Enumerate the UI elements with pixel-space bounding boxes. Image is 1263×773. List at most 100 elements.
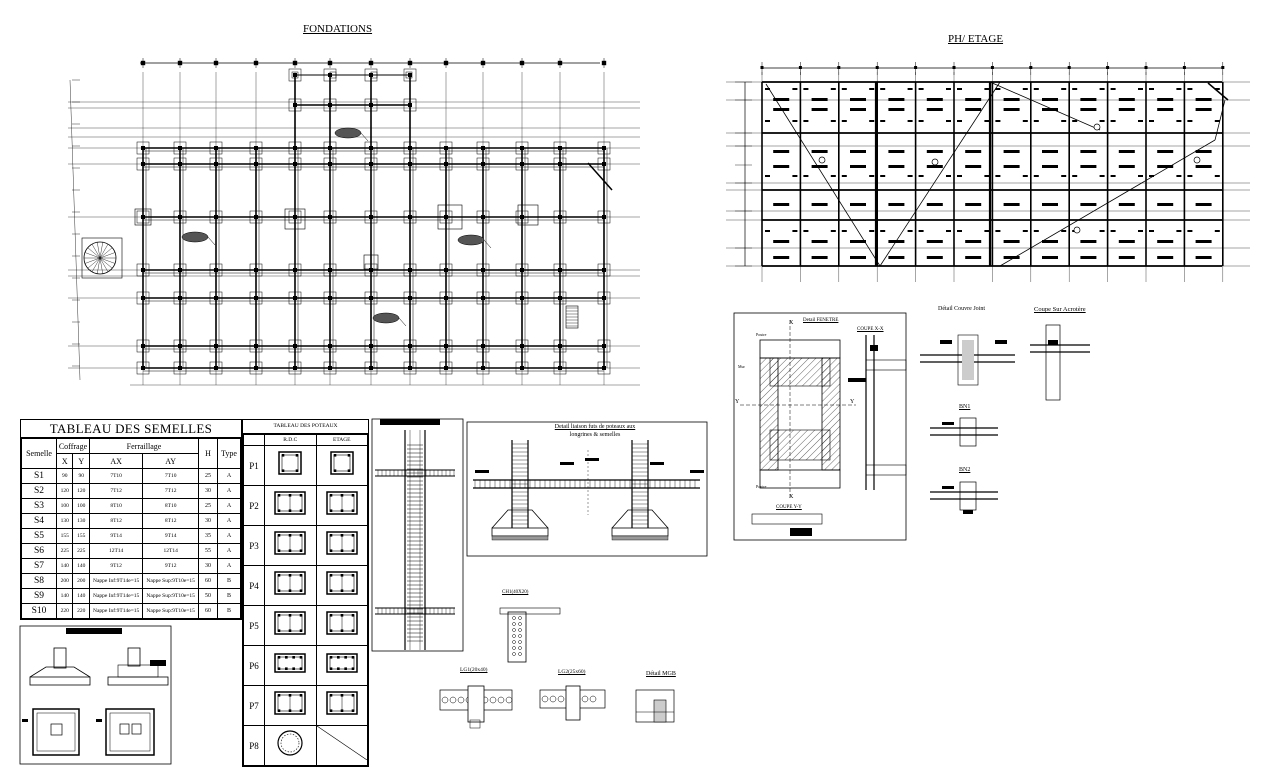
title-ph-etage: PH/ ETAGE xyxy=(948,33,1004,45)
footing-cell-s: S3 xyxy=(21,498,57,514)
footing-cell-t: B xyxy=(217,588,241,604)
footing-cell-x: 100 xyxy=(55,498,74,514)
column-etage-section xyxy=(315,525,368,566)
column-rdc-section xyxy=(264,445,317,486)
column-label: P1 xyxy=(243,445,265,486)
footing-cell-ax: 9T14 xyxy=(88,528,144,544)
footing-cell-y: 140 xyxy=(72,588,90,604)
liaison-caption-line1: Detail liaison futs de poteaux aux xyxy=(554,424,636,430)
footing-cell-y: 120 xyxy=(72,483,90,499)
footing-cell-y: 100 xyxy=(72,498,90,514)
col-coffrage: Coffrage xyxy=(56,438,90,454)
footing-cell-y: 130 xyxy=(72,513,90,529)
footing-cell-ax: 7T12 xyxy=(88,483,144,499)
footing-cell-ay: 9T14 xyxy=(142,528,199,544)
col-y: Y xyxy=(72,453,90,469)
footing-cell-s: S4 xyxy=(21,513,57,529)
footing-cell-ay: 7T10 xyxy=(142,468,199,484)
window-detail xyxy=(733,312,907,541)
footing-cell-ax: 9T12 xyxy=(88,558,144,574)
column-rdc-section xyxy=(264,605,317,646)
column-label: P7 xyxy=(243,685,265,726)
footing-cell-x: 200 xyxy=(55,573,74,589)
column-label: P5 xyxy=(243,605,265,646)
col-ax: AX xyxy=(88,453,144,469)
col-rdc: R.D.C xyxy=(264,434,317,446)
footing-cell-h: 25 xyxy=(198,468,218,484)
footing-cell-t: B xyxy=(217,573,241,589)
column-rdc-section xyxy=(264,725,317,766)
footing-cell-y: 140 xyxy=(72,558,90,574)
column-label: P8 xyxy=(243,725,265,766)
footing-cell-t: A xyxy=(217,468,241,484)
poutre-label-bottom: Poutre xyxy=(756,484,767,489)
foundation-plan xyxy=(68,58,640,386)
footing-cell-h: 60 xyxy=(198,603,218,619)
col-ay: AY xyxy=(142,453,199,469)
footing-cell-x: 155 xyxy=(55,528,74,544)
column-row: P3 xyxy=(243,525,368,566)
column-etage-section xyxy=(315,485,368,526)
footing-cell-y: 90 xyxy=(72,468,90,484)
footing-cell-ax: Nappe Inf:9T14e=15 xyxy=(88,573,144,589)
axis-x-bottom: X xyxy=(789,494,794,500)
footing-cell-h: 50 xyxy=(198,588,218,604)
footing-cell-x: 90 xyxy=(55,468,74,484)
poutre-label-top: Poutre xyxy=(756,332,767,337)
footing-cell-s: S7 xyxy=(21,558,57,574)
axis-y-right: Y xyxy=(850,399,855,405)
col-etage: ETAGE xyxy=(315,434,368,446)
couvre-joint-caption: Détail Couvre Joint xyxy=(938,306,985,312)
fenetre-caption: Detail FENETRE xyxy=(803,318,839,323)
liaison-caption-line2: longrines & semelles xyxy=(569,432,621,438)
footing-cell-h: 60 xyxy=(198,573,218,589)
ch-caption: CH1(40X20) xyxy=(502,590,529,595)
col-ferraillage: Ferraillage xyxy=(88,438,200,454)
footing-cell-ax: 7T10 xyxy=(88,468,144,484)
column-etage-section xyxy=(315,725,368,766)
column-row: P6 xyxy=(243,645,368,686)
footing-cell-ay: 7T12 xyxy=(142,483,199,499)
axis-y-left: Y xyxy=(735,399,740,405)
footing-cell-s: S9 xyxy=(21,588,57,604)
footing-cell-t: B xyxy=(217,603,241,619)
coupe-yy-caption: COUPE Y-Y xyxy=(776,505,802,510)
footing-cell-y: 220 xyxy=(72,603,90,619)
footing-cell-t: A xyxy=(217,543,241,559)
footing-table-grid: Semelle Coffrage Ferraillage H Type X Y … xyxy=(21,438,241,619)
floor-plan xyxy=(726,62,1250,282)
footing-cell-s: S5 xyxy=(21,528,57,544)
footing-cell-h: 30 xyxy=(198,483,218,499)
title-fondations: FONDATIONS xyxy=(303,23,373,35)
footing-cell-ax: 8T10 xyxy=(88,498,144,514)
footing-cell-ax: 12T14 xyxy=(88,543,144,559)
footing-cell-x: 130 xyxy=(55,513,74,529)
lg2-caption: LG2(25x60) xyxy=(558,669,586,675)
axis-x-top: X xyxy=(789,320,794,326)
footing-cell-t: A xyxy=(217,513,241,529)
footing-cell-ay: 9T12 xyxy=(142,558,199,574)
footing-cell-ax: Nappe Inf:9T14e=15 xyxy=(88,603,144,619)
footing-cell-ax: 8T12 xyxy=(88,513,144,529)
footing-cell-s: S6 xyxy=(21,543,57,559)
lg1-caption: LG1(20x40) xyxy=(460,667,488,673)
column-row: P1 xyxy=(243,445,368,486)
footing-cell-h: 35 xyxy=(198,528,218,544)
footing-cell-t: A xyxy=(217,528,241,544)
column-rdc-section xyxy=(264,685,317,726)
footing-cell-s: S1 xyxy=(21,468,57,484)
column-etage-section xyxy=(315,685,368,726)
column-elevation-detail xyxy=(371,418,464,652)
footing-cell-h: 30 xyxy=(198,513,218,529)
footing-cell-t: A xyxy=(217,558,241,574)
column-etage-section xyxy=(315,605,368,646)
